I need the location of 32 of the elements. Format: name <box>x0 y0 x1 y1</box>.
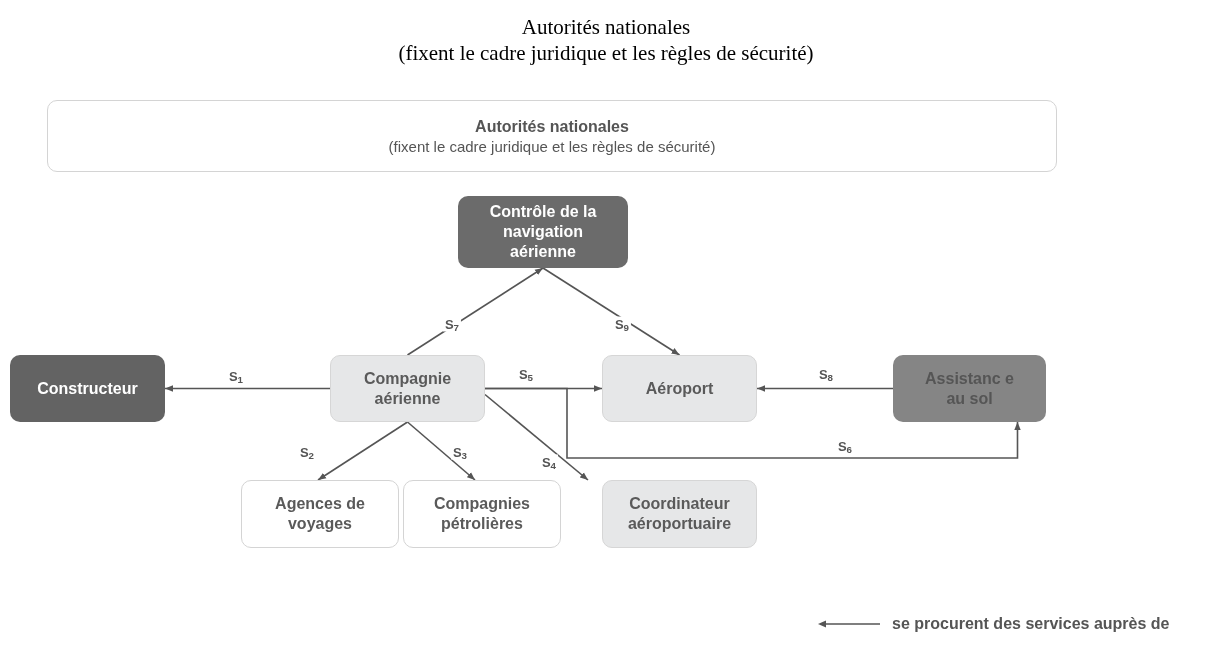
process-box <box>602 480 757 548</box>
edge-label: S$_{7}$ <box>442 316 462 332</box>
arrow <box>406 267 544 356</box>
legend-text: se procurent des services auprès de <box>892 614 1170 634</box>
arrow <box>164 385 331 392</box>
process-box <box>241 480 399 548</box>
arrow <box>756 385 894 392</box>
arrow <box>317 421 409 481</box>
process-box <box>10 355 165 422</box>
box-title: Contrôle de la navigation aérienne <box>488 202 598 262</box>
box-subtitle: (fixent le cadre juridique et les règles de sécurité) <box>388 136 716 156</box>
subtitle: (fixent le cadre juridique et les règles de sécurité) <box>398 40 814 66</box>
arrow <box>542 267 681 356</box>
box-title: Constructeur <box>37 378 138 399</box>
box-title: Aéroport <box>645 378 714 399</box>
arrow <box>484 387 1021 459</box>
box-title: Compagnie aérienne <box>362 368 453 409</box>
box-title: Agences de voyages <box>274 494 366 534</box>
process-box <box>403 480 561 548</box>
diagram-title: Autorités nationales <box>521 14 691 40</box>
arrow <box>484 393 589 481</box>
box-title: Compagnies pétrolières <box>433 494 531 534</box>
box-title: Coordinateur aéroportuaire <box>626 494 733 534</box>
process-box <box>602 355 757 422</box>
arrow <box>406 421 476 481</box>
process-box <box>893 355 1046 422</box>
process-box <box>330 355 485 422</box>
box-title: Autorités nationales <box>475 116 629 137</box>
edge-label: S$_{9}$ <box>612 316 632 332</box>
edge-label: S$_{4}$ <box>539 454 559 470</box>
process-box <box>458 196 628 268</box>
process-box <box>47 100 1057 172</box>
